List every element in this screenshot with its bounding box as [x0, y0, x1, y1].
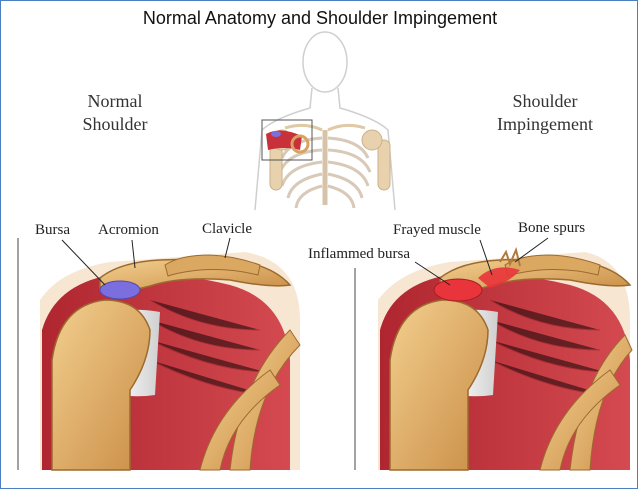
normal-bursa [100, 281, 140, 299]
inflamed-bursa [434, 279, 482, 301]
impingement-shoulder-illustration [378, 238, 632, 470]
normal-shoulder-illustration [40, 238, 300, 470]
callout-inflammed-bursa: Inflammed bursa [308, 246, 410, 263]
callout-acromion: Acromion [98, 222, 159, 239]
callout-bone-spurs: Bone spurs [518, 220, 585, 237]
callout-bursa: Bursa [35, 222, 70, 239]
head-outline [303, 32, 347, 92]
callout-clavicle: Clavicle [202, 221, 252, 238]
callout-frayed-muscle: Frayed muscle [393, 222, 481, 239]
